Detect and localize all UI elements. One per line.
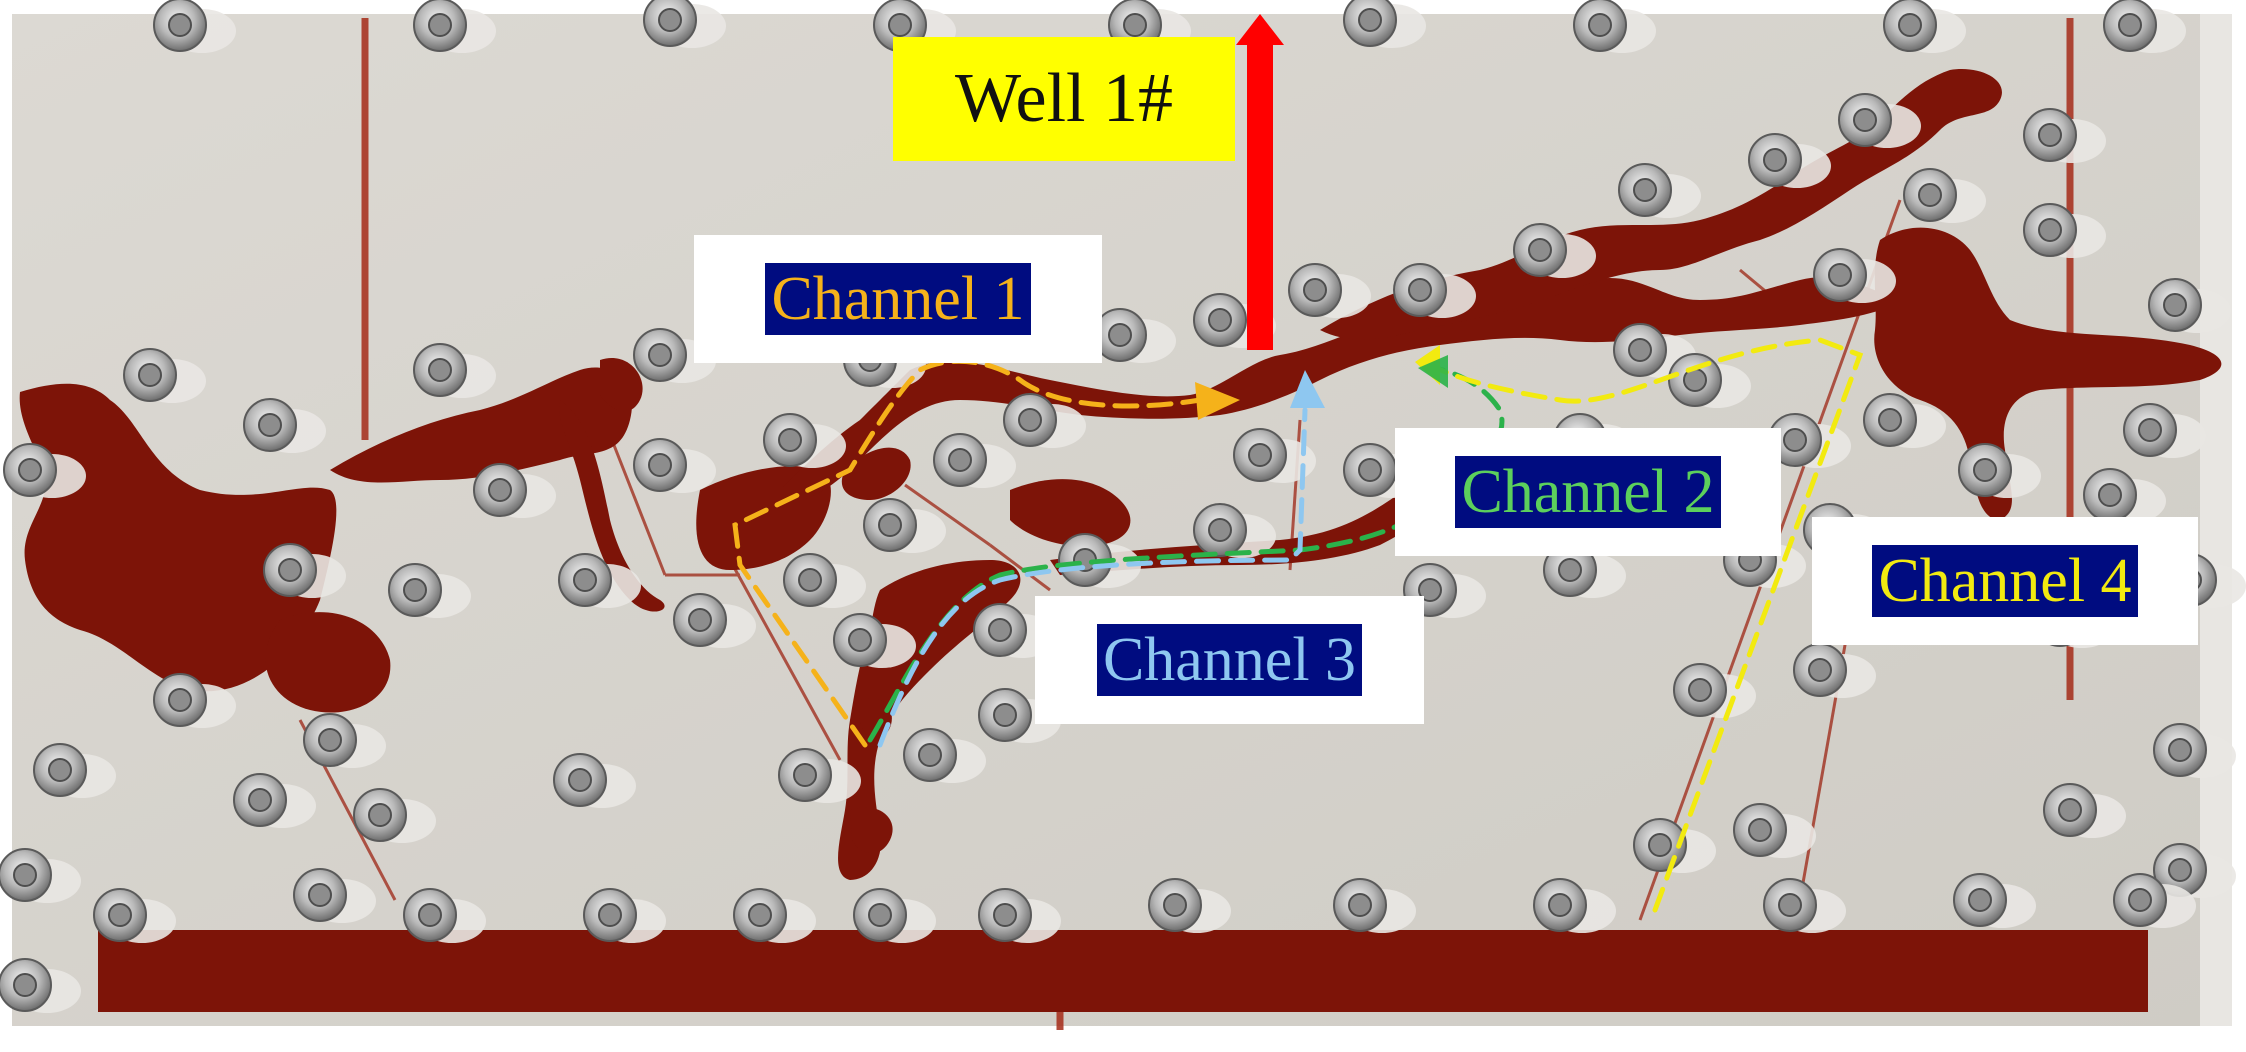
bolt-head xyxy=(1333,878,1416,933)
bolt-head xyxy=(2023,203,2106,258)
bolt-head xyxy=(903,728,986,783)
bolt-head xyxy=(153,673,236,728)
bolt-head xyxy=(1958,443,2041,498)
channel-1-label-box: Channel 1 xyxy=(694,235,1102,363)
channel-3-arrowhead xyxy=(1290,370,1325,408)
bolt-head xyxy=(0,958,81,1013)
bolt-head xyxy=(1763,878,1846,933)
channel-3-label-box: Channel 3 xyxy=(1035,596,1424,724)
bottom-manifold xyxy=(98,930,2148,1012)
well-arrow-head xyxy=(1236,14,1284,45)
bolt-head xyxy=(1863,393,1946,448)
channel-1-label: Channel 1 xyxy=(765,262,1031,336)
bolt-head xyxy=(473,463,556,518)
bolt-head xyxy=(673,593,756,648)
bolt-head xyxy=(413,343,496,398)
bolt-head xyxy=(403,888,486,943)
bolt-head xyxy=(783,553,866,608)
channel-4-label: Channel 4 xyxy=(1872,544,2138,618)
well-label-box: Well 1# xyxy=(893,37,1235,161)
well-arrow-shaft xyxy=(1247,40,1273,350)
channel-2-label-box: Channel 2 xyxy=(1395,428,1781,556)
channel-3-path xyxy=(877,407,1308,748)
bolt-head xyxy=(123,348,206,403)
bolt-head xyxy=(558,553,641,608)
bolt-head xyxy=(633,438,716,493)
bolt-head xyxy=(1668,353,1751,408)
bolt-head xyxy=(583,888,666,943)
channel-4-label-box: Channel 4 xyxy=(1812,517,2198,645)
channel-1-arrowhead xyxy=(1195,382,1240,420)
bolt-head xyxy=(763,413,846,468)
bolt-head xyxy=(2153,843,2236,898)
bolt-head xyxy=(1543,543,1626,598)
flow-arrowheads xyxy=(1195,345,1448,420)
bolt-head xyxy=(263,543,346,598)
channel-2-label: Channel 2 xyxy=(1455,455,1721,529)
bolt-head xyxy=(388,563,471,618)
bolt-head xyxy=(93,888,176,943)
bolt-head xyxy=(933,433,1016,488)
bolt-head xyxy=(1533,878,1616,933)
bolt-head xyxy=(1793,643,1876,698)
bolt-head xyxy=(778,748,861,803)
well-arrow xyxy=(1236,14,1284,350)
well-label: Well 1# xyxy=(955,60,1173,137)
bolt-head xyxy=(2103,0,2186,53)
channel-2-arrowhead xyxy=(1418,355,1448,388)
bolt-head xyxy=(3,443,86,498)
bolt-head xyxy=(553,753,636,808)
bolt-head xyxy=(233,773,316,828)
bolt-head xyxy=(2043,783,2126,838)
bolt-head xyxy=(1393,263,1476,318)
bolt-head xyxy=(1618,163,1701,218)
bolt-head xyxy=(303,713,386,768)
bolt-head xyxy=(1193,503,1276,558)
bolt-head xyxy=(1903,168,1986,223)
bolt-head xyxy=(243,398,326,453)
channel-4-path xyxy=(1427,337,1864,913)
bolt-head xyxy=(1813,248,1896,303)
bolt-head xyxy=(1838,93,1921,148)
bolt-head xyxy=(1288,263,1371,318)
bolt-head xyxy=(1733,803,1816,858)
bolt-head xyxy=(1573,0,1656,53)
bolt-head xyxy=(413,0,496,53)
bolt-head xyxy=(353,788,436,843)
bolt-head xyxy=(33,743,116,798)
bolt-head xyxy=(293,868,376,923)
bolt-head xyxy=(2083,468,2166,523)
bolt-head xyxy=(1673,663,1756,718)
bolt-head xyxy=(153,0,236,53)
bolt-head xyxy=(1343,0,1426,48)
bolt-head xyxy=(1148,878,1231,933)
bolt-head xyxy=(863,498,946,553)
bolt-head xyxy=(733,888,816,943)
bolt-head xyxy=(1233,428,1316,483)
bolt-head xyxy=(978,888,1061,943)
channel-3-label: Channel 3 xyxy=(1096,623,1363,697)
bolt-head xyxy=(1748,133,1831,188)
bolt-head xyxy=(2153,723,2236,778)
bolt-head xyxy=(2148,278,2231,333)
bolt-head xyxy=(0,848,81,903)
bolt-head xyxy=(1093,308,1176,363)
bolt-head xyxy=(2023,108,2106,163)
bolt-head xyxy=(2113,873,2196,928)
bolt-head xyxy=(1883,0,1966,53)
bolt-head xyxy=(978,688,1061,743)
bolt-head xyxy=(1953,873,2036,928)
bolt-head xyxy=(853,888,936,943)
bolt-head xyxy=(1513,223,1596,278)
bolt-head xyxy=(2123,403,2206,458)
bolt-head xyxy=(833,613,916,668)
bolt-head xyxy=(643,0,726,48)
bolt-head xyxy=(1003,393,1086,448)
bolt-head xyxy=(1768,413,1851,468)
